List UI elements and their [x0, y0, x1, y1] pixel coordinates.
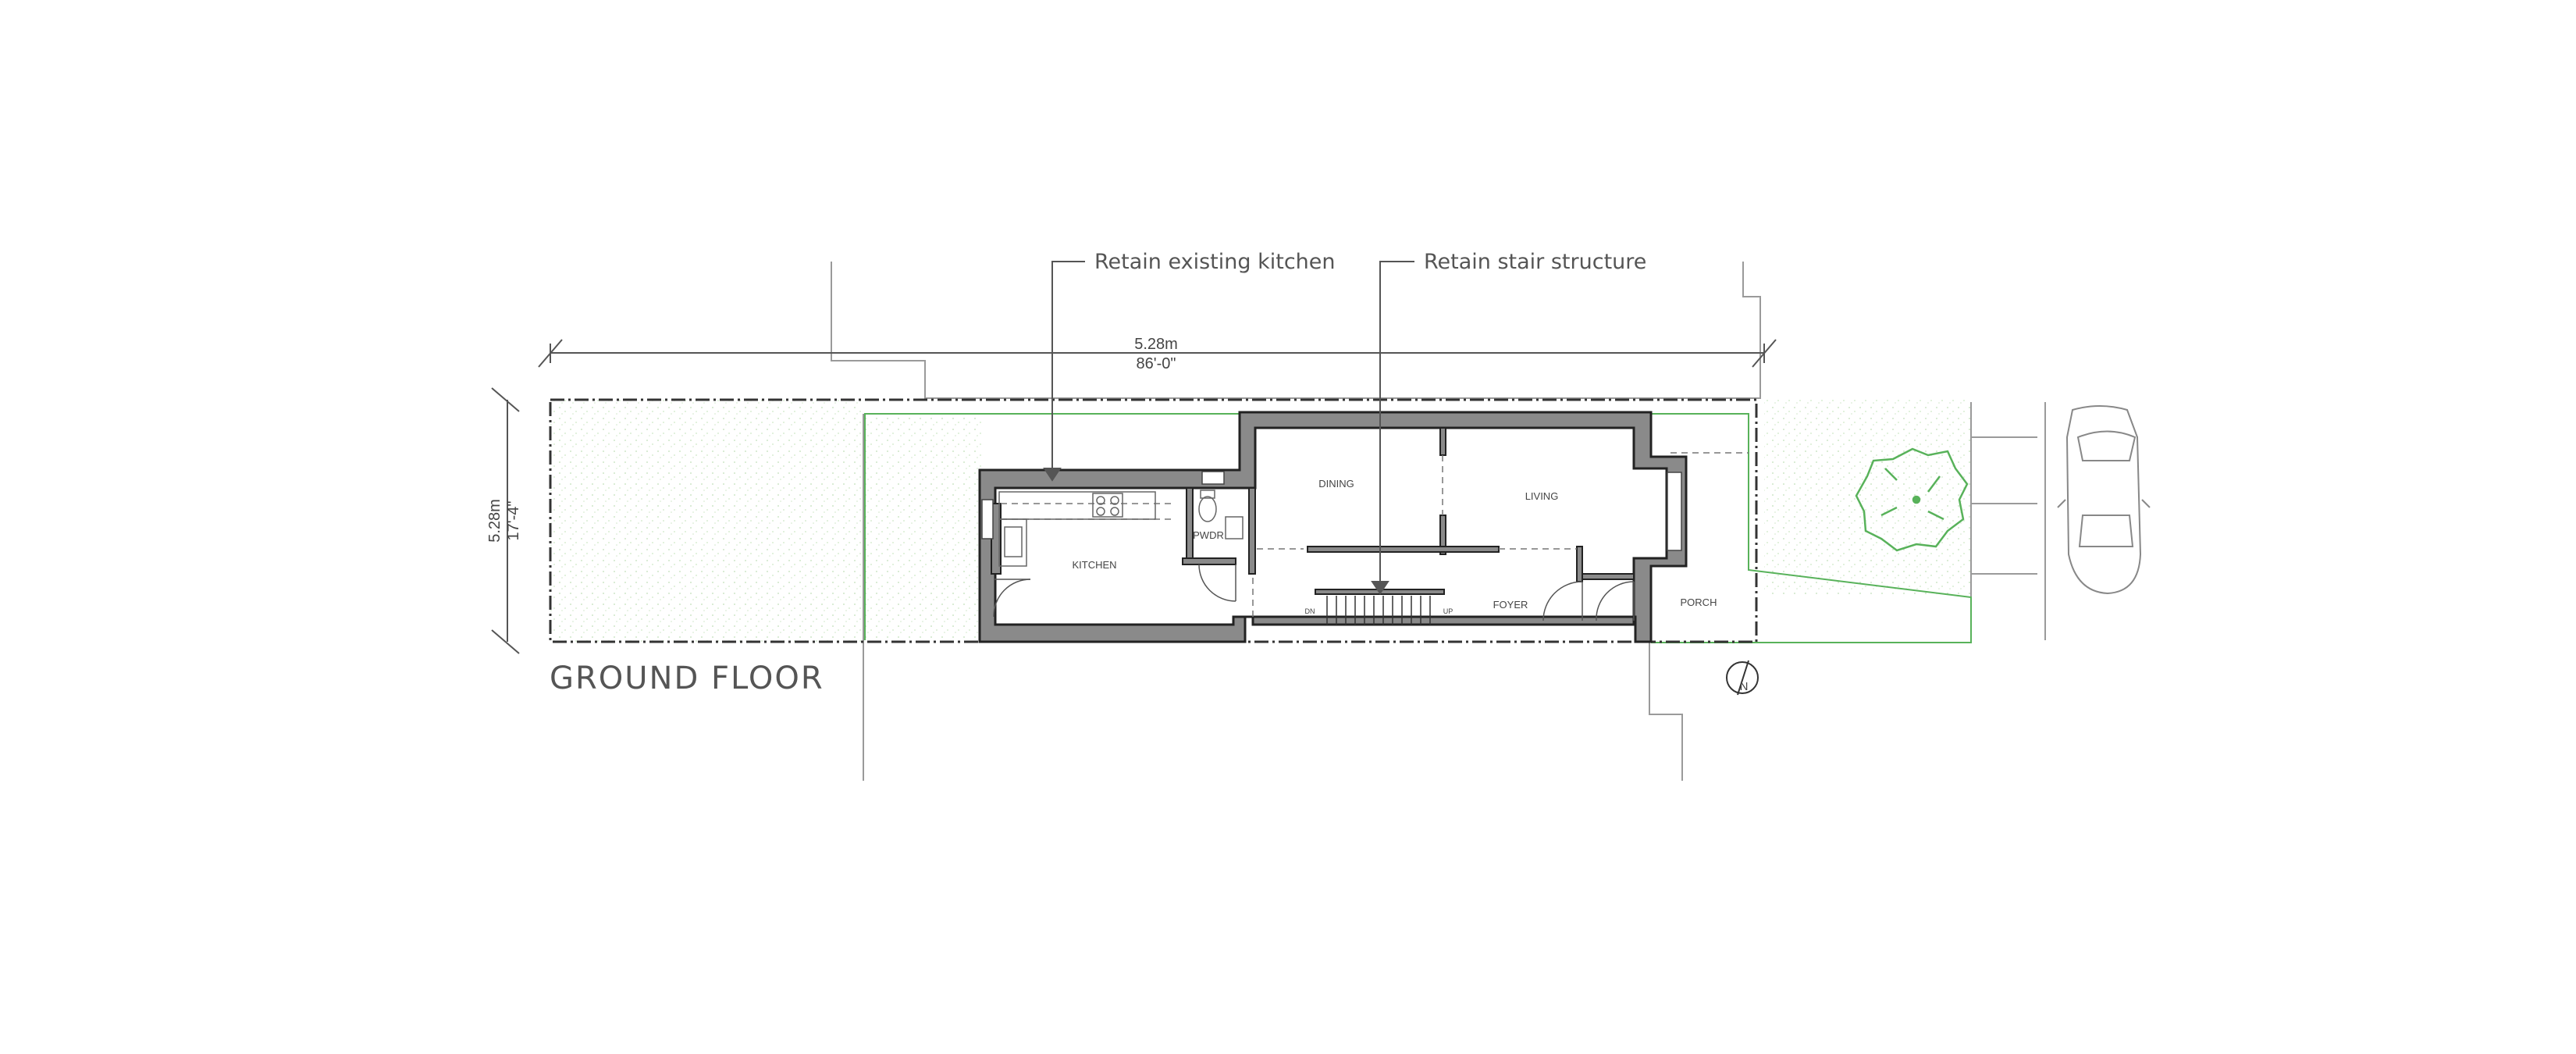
- room-label-dining: DINING: [1318, 478, 1354, 490]
- width-imperial-label: 86'-0": [1137, 355, 1176, 372]
- drawing-title: GROUND FLOOR: [550, 661, 824, 696]
- width-dimension: [538, 339, 1777, 368]
- kitchen-note: Retain existing kitchen: [1094, 250, 1336, 274]
- north-label: N: [1740, 680, 1749, 693]
- windows: [981, 471, 1682, 551]
- stair-treads: [1326, 596, 1431, 625]
- kitchen-counters: [998, 491, 1156, 567]
- room-label-porch: PORCH: [1681, 596, 1717, 608]
- width-metric-label: 5.28m: [1134, 336, 1178, 353]
- stair-label-down: DN: [1305, 607, 1315, 615]
- depth-imperial-label: 17'-4": [505, 501, 522, 541]
- exterior-walls: [978, 411, 1688, 643]
- car-icon: [2057, 405, 2151, 595]
- north-arrow-icon: [1726, 660, 1759, 696]
- door-swings: [993, 564, 1635, 621]
- kitchen-note-leader: [1043, 261, 1085, 482]
- room-label-powder: PWDR: [1193, 529, 1224, 541]
- stair-note: Retain stair structure: [1424, 250, 1646, 274]
- lawn-areas: [550, 400, 1971, 642]
- depth-metric-label: 5.28m: [486, 499, 503, 543]
- stair-note-leader: [1371, 261, 1414, 595]
- depth-dimension: [491, 387, 520, 654]
- powder-fixtures: [1198, 490, 1244, 539]
- stair-label-up: UP: [1443, 607, 1453, 615]
- room-label-living: LIVING: [1525, 490, 1559, 502]
- tree-icon: [1855, 447, 1969, 552]
- opening-lines: [1001, 452, 1749, 617]
- room-label-foyer: FOYER: [1493, 599, 1528, 611]
- landscape-boundary-line: [864, 413, 1972, 643]
- room-label-kitchen: KITCHEN: [1072, 559, 1116, 571]
